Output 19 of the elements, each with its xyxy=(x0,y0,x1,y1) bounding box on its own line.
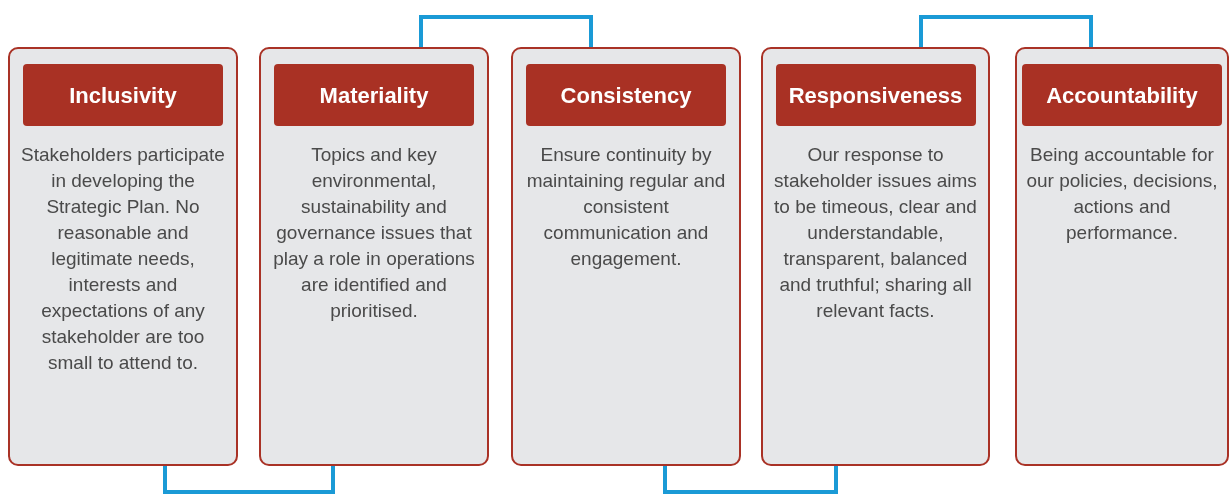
connector-line xyxy=(919,15,1093,47)
description-text: Being accountable for our policies, decisions, actions and performance. xyxy=(1025,143,1219,245)
heading-banner: Responsiveness xyxy=(775,64,976,126)
card xyxy=(511,47,741,466)
card xyxy=(761,47,990,466)
heading-banner: Consistency xyxy=(526,64,726,126)
connector-line xyxy=(419,15,593,47)
card xyxy=(259,47,489,466)
heading-banner: Inclusivity xyxy=(23,64,223,126)
connector-line xyxy=(163,466,335,494)
description-text: Topics and key environmental, sustainability and governance issues that play a role in operations are identified and prioritised. xyxy=(272,143,476,323)
description-text: Ensure continuity by maintaining regular and consistent communication and engagement. xyxy=(525,143,727,271)
heading-banner: Materiality xyxy=(274,64,474,126)
connector-line xyxy=(663,466,838,494)
card xyxy=(1015,47,1229,466)
card xyxy=(8,47,238,466)
description-text: Our response to stakeholder issues aims to be timeous, clear and understandable, transparent, balanced and truthful; sharing all relevant facts. xyxy=(773,143,978,323)
description-text: Stakeholders participate in developing the Strategic Plan. No reasonable and legitimate needs, interests and expectations of any stakeholder are too small to attend to. xyxy=(20,143,226,375)
heading-banner: Accountability xyxy=(1022,64,1222,126)
